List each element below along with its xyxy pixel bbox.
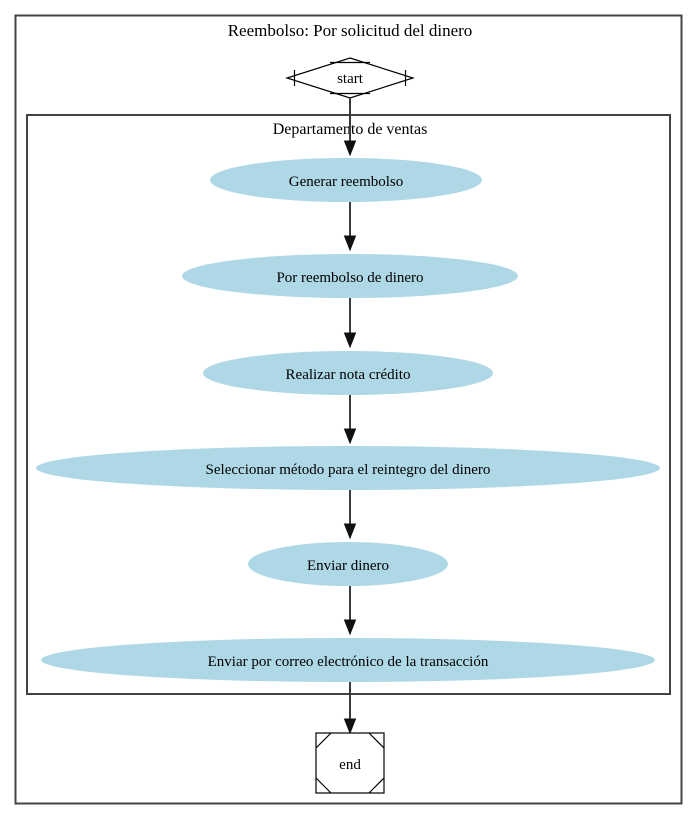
graph-outer-border	[14, 14, 683, 805]
arrowhead-icon	[343, 428, 357, 445]
step-4-label: Seleccionar método para el reintegro del…	[206, 462, 491, 478]
step-5-shape	[248, 542, 448, 586]
step-3-label: Realizar nota crédito	[286, 367, 411, 383]
node-step-1[interactable]: Generar reembolso	[210, 158, 482, 202]
edge-step-1-to-step-2	[343, 202, 357, 252]
step-2-label: Por reembolso de dinero	[276, 270, 423, 286]
end-corner-top-right-icon	[368, 732, 385, 749]
edge-start-to-step-1	[343, 98, 357, 157]
edge-step-6-to-end	[343, 682, 357, 735]
start-label: start	[337, 71, 364, 87]
step-2-shape	[182, 254, 518, 298]
cluster-departamento-de-ventas-border	[26, 114, 671, 695]
step-6-label: Enviar por correo electrónico de la tran…	[208, 654, 489, 670]
edge-step-4-to-step-5	[343, 490, 357, 540]
end-square-shape	[315, 732, 385, 794]
step-4-shape	[36, 446, 660, 490]
end-corner-top-left-icon	[315, 732, 332, 749]
edge-step-5-to-step-6	[343, 586, 357, 636]
node-step-2[interactable]: Por reembolso de dinero	[182, 254, 518, 298]
arrowhead-icon	[343, 332, 357, 349]
step-3-shape	[203, 351, 493, 395]
arrowhead-icon	[343, 619, 357, 636]
node-start[interactable]: start	[285, 57, 415, 99]
node-step-4[interactable]: Seleccionar método para el reintegro del…	[36, 446, 660, 490]
step-1-shape	[210, 158, 482, 202]
arrowhead-icon	[343, 718, 357, 735]
arrowhead-icon	[343, 523, 357, 540]
arrowhead-icon	[343, 235, 357, 252]
step-5-label: Enviar dinero	[307, 558, 389, 574]
node-step-3[interactable]: Realizar nota crédito	[203, 351, 493, 395]
node-end[interactable]: end	[315, 732, 385, 794]
page-title: Reembolso: Por solicitud del dinero	[228, 21, 473, 40]
end-corner-bottom-left-icon	[315, 777, 332, 794]
edge-step-3-to-step-4	[343, 395, 357, 445]
step-1-label: Generar reembolso	[289, 174, 404, 190]
arrowhead-icon	[343, 140, 357, 157]
end-corner-bottom-right-icon	[368, 777, 385, 794]
node-step-5[interactable]: Enviar dinero	[248, 542, 448, 586]
end-label: end	[339, 757, 361, 773]
node-step-6[interactable]: Enviar por correo electrónico de la tran…	[41, 638, 655, 682]
edge-step-2-to-step-3	[343, 298, 357, 349]
step-6-shape	[41, 638, 655, 682]
